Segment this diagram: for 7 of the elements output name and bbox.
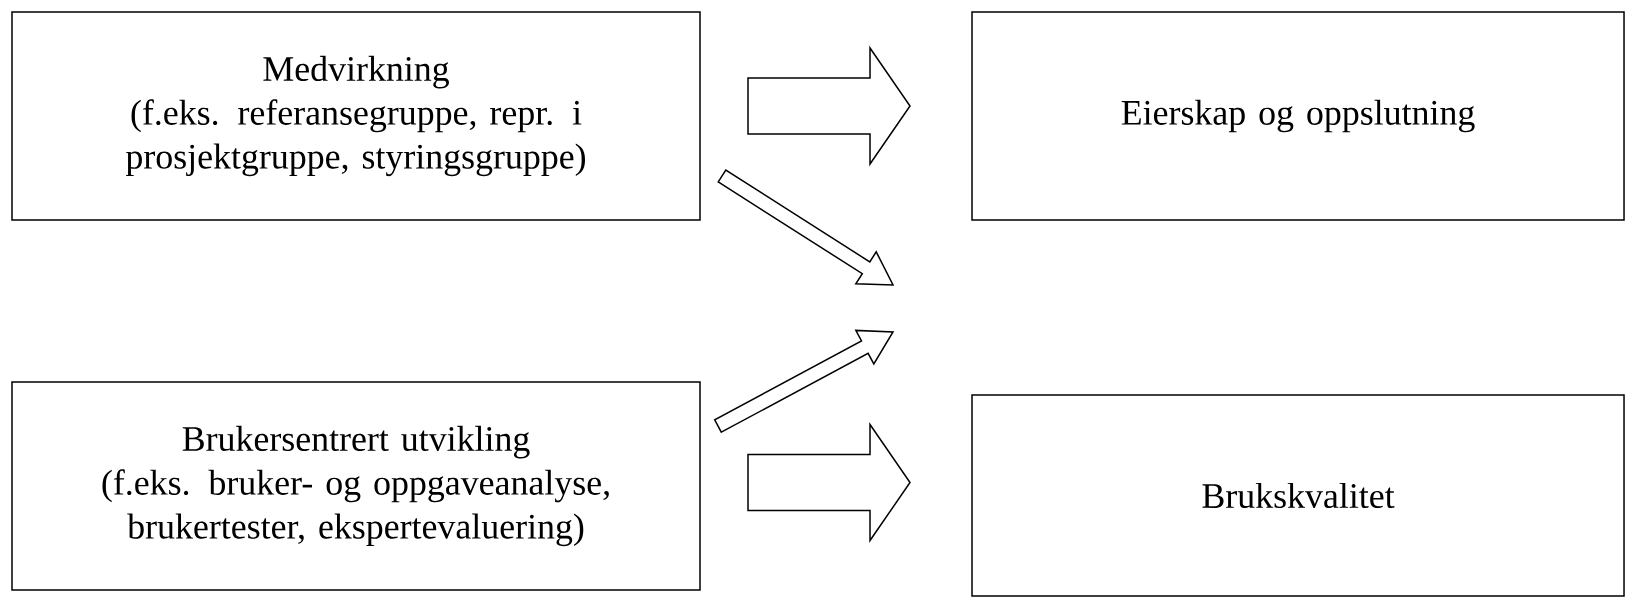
block-arrow	[717, 169, 895, 286]
block-arrow	[747, 422, 911, 543]
text-box: Medvirkning (f.eks. referansegruppe, repr. i prosjektgruppe, styringsgruppe)	[11, 11, 701, 221]
text-box: Brukskvalitet	[971, 394, 1625, 597]
text-box: Eierskap og oppslutning	[971, 11, 1625, 221]
text-box: Brukersentrert utvikling (f.eks. bruker- og oppgaveanalyse, brukertester, ekspertevaluering)	[11, 381, 701, 591]
block-arrow	[747, 45, 911, 167]
